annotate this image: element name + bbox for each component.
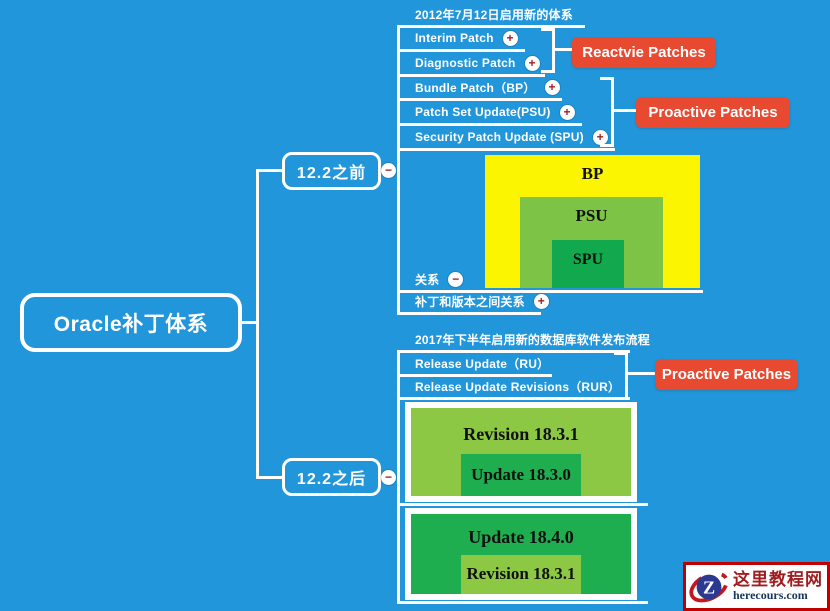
topic-label: 关系 bbox=[415, 272, 440, 287]
branch-line bbox=[397, 74, 545, 77]
logo-domain-text: herecours.com bbox=[733, 588, 808, 603]
topic-interim-patch[interactable]: Interim Patch + bbox=[415, 29, 518, 47]
collapse-icon[interactable]: − bbox=[381, 163, 396, 178]
root-topic[interactable]: Oracle补丁体系 bbox=[20, 293, 242, 352]
topic-release-update[interactable]: Release Update（RU） bbox=[415, 354, 549, 372]
branch-line bbox=[397, 148, 615, 151]
expand-icon[interactable]: + bbox=[502, 30, 518, 46]
logo-brand-text: 这里教程网 bbox=[733, 570, 823, 590]
revision-update-diagram-1[interactable]: Revision 18.3.1 Update 18.3.0 bbox=[405, 402, 637, 502]
branch-topic-label: 12.2之后 bbox=[296, 471, 367, 488]
topic-label: Release Update（RU） bbox=[415, 356, 550, 371]
branch-line bbox=[397, 374, 552, 377]
topic-patch-version-relationship[interactable]: 补丁和版本之间关系 + bbox=[415, 292, 549, 310]
bp-label: BP bbox=[581, 164, 604, 183]
branch-trunk-line bbox=[397, 25, 400, 315]
summary-proactive-patches-2[interactable]: Proactive Patches bbox=[655, 359, 798, 390]
topic-label: 2012年7月12日启用新的体系 bbox=[415, 7, 573, 22]
summary-stub-line bbox=[612, 109, 636, 112]
spu-label: SPU bbox=[572, 251, 604, 268]
expand-icon[interactable]: + bbox=[533, 293, 549, 309]
branch-line bbox=[397, 350, 630, 353]
summary-stub-line bbox=[626, 372, 655, 375]
branch-trunk-line bbox=[397, 350, 400, 603]
logo-monogram: Z bbox=[703, 577, 715, 597]
topic-2017-release-process[interactable]: 2017年下半年启用新的数据库软件发布流程 bbox=[415, 330, 650, 348]
expand-icon[interactable]: + bbox=[524, 55, 540, 71]
topic-diagnostic-patch[interactable]: Diagnostic Patch + bbox=[415, 54, 540, 72]
expand-icon[interactable]: + bbox=[592, 129, 608, 145]
branch-line bbox=[397, 312, 541, 315]
topic-label: 2017年下半年启用新的数据库软件发布流程 bbox=[415, 332, 650, 347]
branch-topic-after-12-2[interactable]: 12.2之后 bbox=[282, 458, 381, 496]
topic-label: Security Patch Update (SPU) bbox=[415, 130, 584, 144]
topic-label: Interim Patch bbox=[415, 31, 494, 45]
revision-inner-box: Revision 18.3.1 bbox=[461, 555, 581, 594]
branch-line bbox=[397, 25, 585, 28]
root-topic-label: Oracle补丁体系 bbox=[53, 312, 209, 336]
update-outer-box: Update 18.4.0 Revision 18.3.1 bbox=[411, 514, 631, 594]
update-label: Update 18.4.0 bbox=[468, 527, 574, 547]
expand-icon[interactable]: + bbox=[559, 104, 575, 120]
branch-topic-label: 12.2之前 bbox=[296, 165, 367, 182]
topic-label: Patch Set Update(PSU) bbox=[415, 105, 551, 119]
revision-outer-box: Revision 18.3.1 Update 18.3.0 bbox=[411, 408, 631, 496]
branch-line bbox=[397, 123, 582, 126]
topic-relationship[interactable]: 关系 − bbox=[415, 270, 464, 288]
topic-label: Diagnostic Patch bbox=[415, 56, 516, 70]
topic-2012-system[interactable]: 2012年7月12日启用新的体系 bbox=[415, 5, 573, 23]
revision-update-diagram-2[interactable]: Update 18.4.0 Revision 18.3.1 bbox=[405, 508, 637, 600]
psu-box: PSU SPU bbox=[520, 197, 663, 288]
summary-proactive-patches-1[interactable]: Proactive Patches bbox=[636, 97, 790, 128]
summary-bracket bbox=[600, 77, 614, 147]
connector-line bbox=[256, 169, 259, 479]
revision-label: Revision 18.3.1 bbox=[466, 564, 576, 583]
branch-line bbox=[397, 290, 703, 293]
summary-label: Proactive Patches bbox=[648, 104, 778, 121]
topic-label: Release Update Revisions（RUR） bbox=[415, 379, 621, 394]
revision-label: Revision 18.3.1 bbox=[463, 424, 579, 444]
connector-line bbox=[256, 169, 284, 172]
spu-box: SPU bbox=[552, 240, 624, 288]
topic-release-update-revisions[interactable]: Release Update Revisions（RUR） bbox=[415, 377, 620, 395]
summary-reactive-patches[interactable]: Reactvie Patches bbox=[572, 37, 716, 68]
connector-line bbox=[242, 321, 259, 324]
topic-bundle-patch[interactable]: Bundle Patch（BP） + bbox=[415, 78, 560, 96]
branch-line bbox=[397, 98, 562, 101]
collapse-icon[interactable]: − bbox=[448, 271, 464, 287]
watermark-logo: Z 这里教程网 herecours.com bbox=[683, 562, 830, 611]
topic-patch-set-update[interactable]: Patch Set Update(PSU) + bbox=[415, 103, 575, 121]
connector-line bbox=[256, 476, 284, 479]
topic-security-patch-update[interactable]: Security Patch Update (SPU) + bbox=[415, 128, 608, 146]
branch-topic-before-12-2[interactable]: 12.2之前 bbox=[282, 152, 381, 190]
summary-label: Proactive Patches bbox=[661, 366, 792, 383]
branch-line bbox=[397, 397, 630, 400]
summary-label: Reactvie Patches bbox=[582, 44, 706, 61]
patch-containment-diagram[interactable]: BP PSU SPU bbox=[485, 155, 700, 288]
expand-icon[interactable]: + bbox=[544, 79, 560, 95]
topic-label: 补丁和版本之间关系 bbox=[415, 294, 525, 309]
logo-z-mark: Z bbox=[689, 571, 729, 602]
branch-line bbox=[397, 49, 525, 52]
topic-label: Bundle Patch（BP） bbox=[415, 80, 536, 95]
summary-bracket bbox=[614, 352, 628, 400]
branch-line bbox=[397, 503, 648, 506]
psu-label: PSU bbox=[575, 206, 608, 225]
summary-stub-line bbox=[553, 48, 573, 51]
branch-line bbox=[397, 601, 648, 604]
collapse-icon[interactable]: − bbox=[381, 470, 396, 485]
update-label: Update 18.3.0 bbox=[471, 465, 571, 484]
update-inner-box: Update 18.3.0 bbox=[461, 454, 581, 496]
